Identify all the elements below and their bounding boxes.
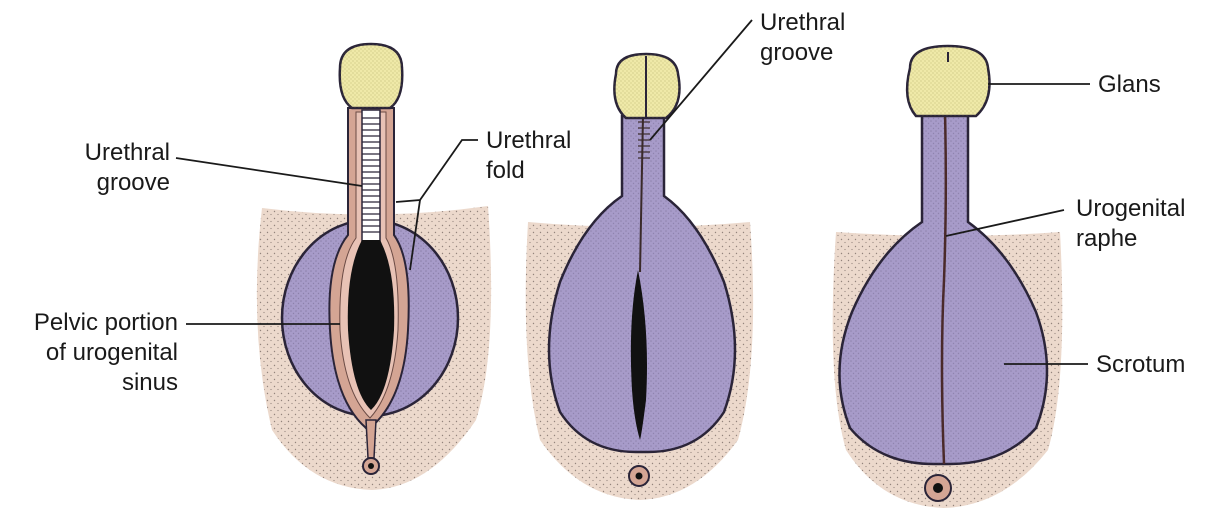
urogenital-raphe	[940, 111, 948, 465]
panel-middle	[525, 52, 754, 500]
leader-urethral-groove-1	[175, 157, 363, 187]
glans-stipple	[907, 46, 990, 116]
leader-urethral-groove-2	[649, 19, 753, 141]
leader-urethral-fold-1b	[409, 199, 421, 271]
urogenital-sinus	[347, 240, 395, 410]
label-pelvic-portion-urogenital-sinus: Pelvic portion of urogenital sinus	[33, 309, 178, 396]
closing-sinus	[630, 270, 647, 440]
anus-opening	[368, 463, 374, 469]
label-urogenital-raphe: Urogenital raphe	[1076, 195, 1186, 252]
panel-early	[256, 42, 492, 490]
label-urethral-groove-early: Urethral groove	[84, 139, 170, 196]
anus-opening	[635, 472, 643, 480]
label-urethral-groove-middle: Urethral groove	[760, 9, 846, 66]
leader-urogenital-raphe	[945, 209, 1065, 237]
sinus-tail	[365, 419, 377, 459]
label-glans: Glans	[1098, 71, 1161, 98]
scrotal-shade	[549, 116, 735, 452]
label-scrotum: Scrotum	[1096, 351, 1186, 378]
panel-late	[832, 44, 1063, 508]
fusion-line	[639, 115, 644, 273]
anus-opening	[933, 483, 943, 493]
leader-urethral-fold-1a	[395, 139, 478, 203]
leader-lines	[175, 19, 1090, 365]
glans-stipple	[339, 44, 403, 108]
label-urethral-fold: Urethral fold	[486, 127, 572, 184]
groove-rungs	[638, 121, 650, 159]
groove-rungs	[362, 117, 380, 233]
